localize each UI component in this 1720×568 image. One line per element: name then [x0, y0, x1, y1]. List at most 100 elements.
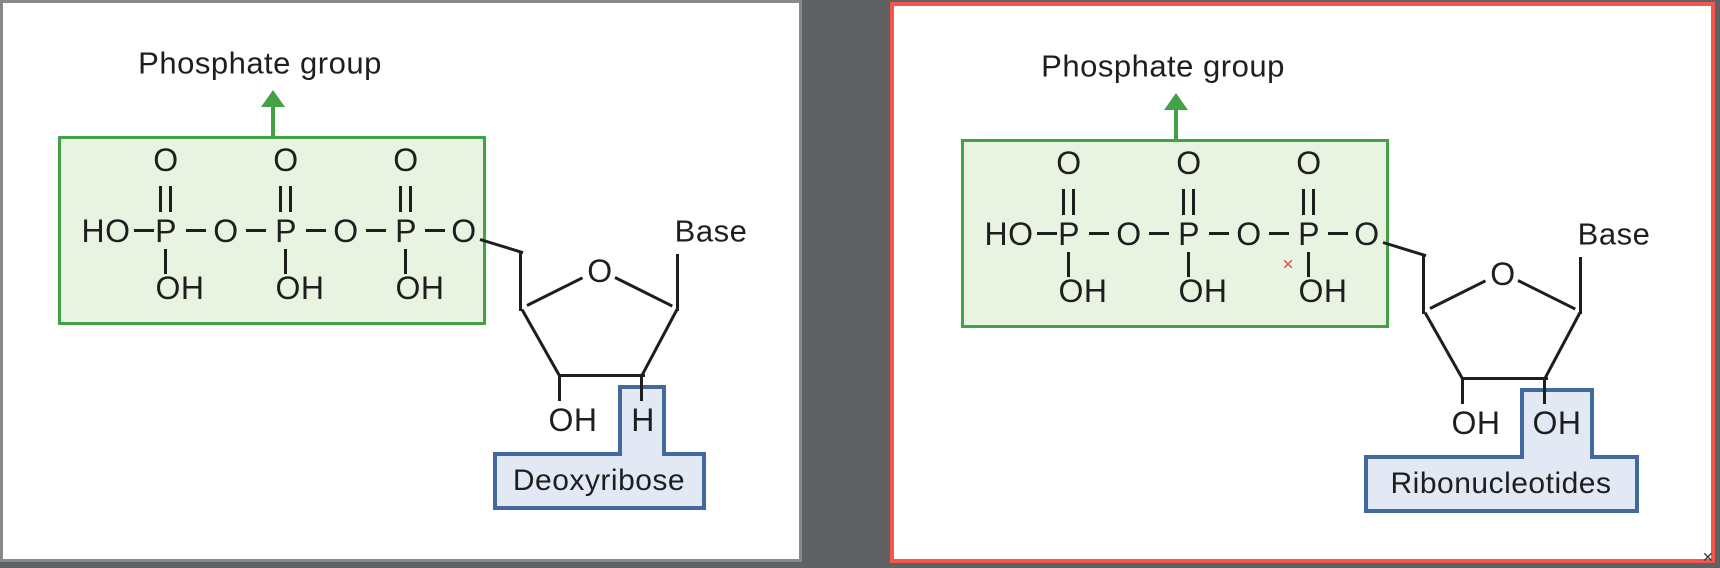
bond-line — [366, 229, 386, 232]
double-bond-line — [1062, 189, 1065, 215]
double-bond-oxygen: O — [1296, 145, 1322, 181]
ribonucleotide-diagram: Phosphate group HO P O P O P O O O O — [906, 6, 1720, 559]
bond-line — [676, 254, 679, 311]
bond-line — [1543, 378, 1546, 404]
phosphate-group-label: Phosphate group — [138, 45, 382, 81]
hydroxyl-group: OH — [1298, 273, 1348, 309]
bond-line — [425, 229, 445, 232]
bond-line — [1089, 232, 1109, 235]
atom-p1: P — [1058, 216, 1080, 252]
double-bond-oxygen: O — [1176, 145, 1202, 181]
c3-hydroxyl: OH — [1451, 405, 1501, 441]
double-bond-line — [409, 186, 412, 212]
bond-line — [1269, 232, 1289, 235]
ring-bond-line — [1429, 279, 1487, 310]
bond-line — [186, 229, 206, 232]
phosphate-arrow-shaft — [271, 106, 275, 137]
bond-line — [640, 375, 643, 401]
hydroxyl-group: OH — [1178, 273, 1228, 309]
bond-line — [479, 238, 524, 255]
c2-group: OH — [1532, 405, 1582, 441]
bond-line — [1187, 252, 1190, 277]
panel-deoxyribonucleotide[interactable]: Phosphate group HO P O P O P O O O O — [0, 0, 802, 562]
bond-line — [1422, 255, 1425, 314]
bond-line — [1328, 232, 1348, 235]
atom-o2: O — [333, 213, 359, 249]
ring-bond-line — [1462, 377, 1548, 380]
sugar-name-label: Ribonucleotides — [1390, 467, 1612, 500]
double-bond-oxygen: O — [273, 142, 299, 178]
ring-bond-line — [614, 276, 673, 308]
ring-bond-line — [526, 276, 584, 307]
sugar-callout-box — [1364, 455, 1639, 513]
bond-line — [1149, 232, 1169, 235]
phosphate-group-box — [58, 136, 486, 325]
atom-ho: HO — [984, 216, 1034, 252]
bond-line — [1579, 257, 1582, 314]
atom-o3: O — [451, 213, 477, 249]
atom-p2: P — [1178, 216, 1200, 252]
corner-x-marker: ✕ — [1702, 549, 1714, 565]
double-bond-line — [1192, 189, 1195, 215]
bond-line — [1382, 241, 1427, 258]
atom-ho: HO — [81, 213, 131, 249]
double-bond-line — [1182, 189, 1185, 215]
ring-bond-line — [639, 308, 679, 378]
double-bond-line — [1072, 189, 1075, 215]
atom-p3: P — [1298, 216, 1320, 252]
double-bond-line — [169, 186, 172, 212]
bond-line — [519, 252, 522, 311]
phosphate-arrow-shaft — [1174, 109, 1178, 140]
bond-line — [1307, 252, 1310, 277]
bond-line — [404, 249, 407, 274]
double-bond-line — [1302, 189, 1305, 215]
bond-line — [1037, 232, 1057, 235]
bond-line — [284, 249, 287, 274]
base-label: Base — [1577, 216, 1651, 252]
atom-o1: O — [1116, 216, 1142, 252]
phosphate-group-box — [961, 139, 1389, 328]
bond-line — [134, 229, 154, 232]
hydroxyl-group: OH — [155, 270, 205, 306]
panel-ribonucleotide[interactable]: Phosphate group HO P O P O P O O O O — [890, 2, 1715, 563]
bond-line — [306, 229, 326, 232]
sugar-name-label: Deoxyribose — [512, 464, 686, 497]
atom-p1: P — [155, 213, 177, 249]
double-bond-oxygen: O — [1056, 145, 1082, 181]
ring-bond-line — [520, 308, 562, 378]
bond-line — [164, 249, 167, 274]
double-bond-line — [279, 186, 282, 212]
double-bond-line — [289, 186, 292, 212]
atom-o3: O — [1354, 216, 1380, 252]
ring-bond-line — [559, 374, 645, 377]
atom-o1: O — [213, 213, 239, 249]
phosphate-arrow-icon — [1164, 93, 1188, 110]
hydroxyl-group: OH — [395, 270, 445, 306]
bond-line — [1461, 378, 1464, 404]
atom-p3: P — [395, 213, 417, 249]
phosphate-group-label: Phosphate group — [1041, 48, 1285, 84]
deoxyribonucleotide-diagram: Phosphate group HO P O P O P O O O O — [3, 3, 799, 559]
bond-line — [1209, 232, 1229, 235]
bond-line — [246, 229, 266, 232]
double-bond-oxygen: O — [393, 142, 419, 178]
base-label: Base — [674, 213, 748, 249]
click-marker-icon: ✕ — [1281, 256, 1295, 274]
ring-bond-line — [1517, 279, 1576, 311]
double-bond-line — [399, 186, 402, 212]
double-bond-oxygen: O — [153, 142, 179, 178]
hydroxyl-group: OH — [275, 270, 325, 306]
c2-group: H — [631, 402, 655, 438]
ring-bond-line — [1542, 311, 1582, 381]
sugar-callout-box — [493, 452, 706, 510]
hydroxyl-group: OH — [1058, 273, 1108, 309]
atom-o2: O — [1236, 216, 1262, 252]
c3-hydroxyl: OH — [548, 402, 598, 438]
bond-line — [1067, 252, 1070, 277]
double-bond-line — [1312, 189, 1315, 215]
atom-p2: P — [275, 213, 297, 249]
ring-bond-line — [1423, 311, 1465, 381]
phosphate-arrow-icon — [261, 90, 285, 107]
ring-oxygen: O — [1490, 256, 1516, 292]
